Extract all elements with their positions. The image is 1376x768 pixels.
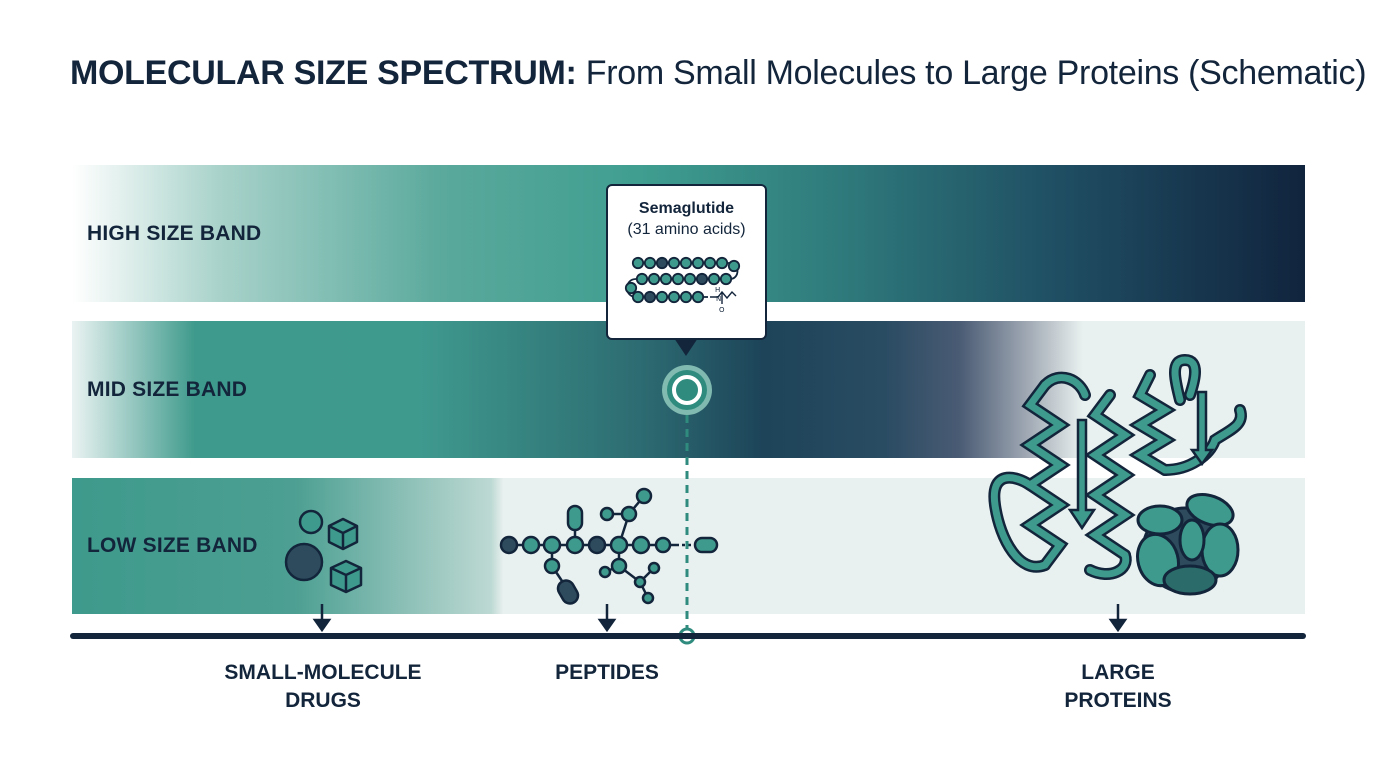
page-title: MOLECULAR SIZE SPECTRUM: From Small Mole… [70,54,1367,93]
semaglutide-chain-icon: H N O [624,256,741,314]
target-marker-icon [662,365,712,645]
protein-globule-icon [1136,492,1240,596]
high-band-label: HIGH SIZE BAND [87,222,262,245]
low-band-label: LOW SIZE BAND [87,534,258,557]
callout-subtitle: (31 amino acids) [627,221,746,238]
category-small-molecule-line1: SMALL-MOLECULE [224,661,422,684]
size-axis [70,633,1306,639]
atom-label-n: N [716,295,721,303]
small-molecule-icons [284,509,363,594]
down-arrow-icon [597,604,617,633]
atom-label-h: H [715,286,720,294]
atom-label-o: O [719,306,725,314]
callout-title: Semaglutide [638,200,735,217]
sphere-icon [298,509,324,535]
category-peptides-line1: PEPTIDES [555,661,659,684]
category-small-molecule: SMALL-MOLECULE DRUGS [213,659,433,715]
category-large-proteins: LARGE PROTEINS [1038,659,1198,715]
cube-icon [327,517,359,551]
beta-strand-arrow [1067,418,1097,531]
down-arrow-icon [312,604,332,633]
down-arrow-icon [1108,604,1128,633]
mid-band-label: MID SIZE BAND [87,378,248,401]
protein-helix-icon [988,353,1247,580]
beta-strand-arrow [1189,390,1215,467]
sphere-icon [284,542,324,582]
category-large-proteins-line1: LARGE [1081,661,1155,684]
cube-icon [329,559,363,594]
title-rest: From Small Molecules to Large Proteins (… [576,54,1367,92]
category-large-proteins-line2: PROTEINS [1064,689,1172,712]
callout-pointer [674,338,698,356]
category-small-molecule-line2: DRUGS [285,689,361,712]
title-bold: MOLECULAR SIZE SPECTRUM: [70,54,577,92]
peptide-chain-icon [499,487,719,605]
semaglutide-callout: Semaglutide (31 amino acids) H N O [606,184,767,340]
category-peptides: PEPTIDES [527,659,687,687]
